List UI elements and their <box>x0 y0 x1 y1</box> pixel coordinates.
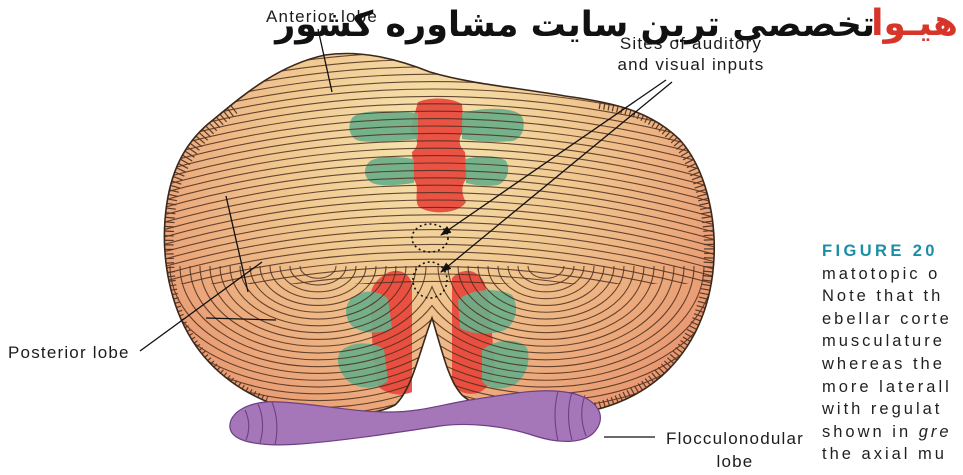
input-sites-label-line: and visual inputs <box>600 54 782 75</box>
watermark-tagline: تخصصی ترین سایت مشاوره کشور <box>275 4 875 46</box>
caption-line: musculature <box>822 330 963 353</box>
caption-line: ebellar corte <box>822 308 963 331</box>
caption-line: more laterall <box>822 376 963 399</box>
flocculonodular-lobe-label: Flocculonodular lobe <box>660 427 810 473</box>
figure-caption: FIGURE 20 matotopic o Note that th ebell… <box>822 240 963 466</box>
caption-line: whereas the <box>822 353 963 376</box>
flocculonodular-label-line: lobe <box>660 450 810 473</box>
posterior-lobe-label: Posterior lobe <box>8 342 130 363</box>
caption-line-text: shown in <box>822 423 919 441</box>
caption-line: Note that th <box>822 285 963 308</box>
caption-line: the axial mu <box>822 443 963 466</box>
flocculonodular-label-line: Flocculonodular <box>660 427 810 450</box>
figure-number: FIGURE 20 <box>822 240 963 263</box>
caption-line-italic: gre <box>919 423 952 441</box>
caption-line: with regulat <box>822 398 963 421</box>
caption-line: shown in gre <box>822 421 963 444</box>
caption-line: matotopic o <box>822 263 963 286</box>
watermark-brand-logo: هیـوا <box>871 2 958 46</box>
